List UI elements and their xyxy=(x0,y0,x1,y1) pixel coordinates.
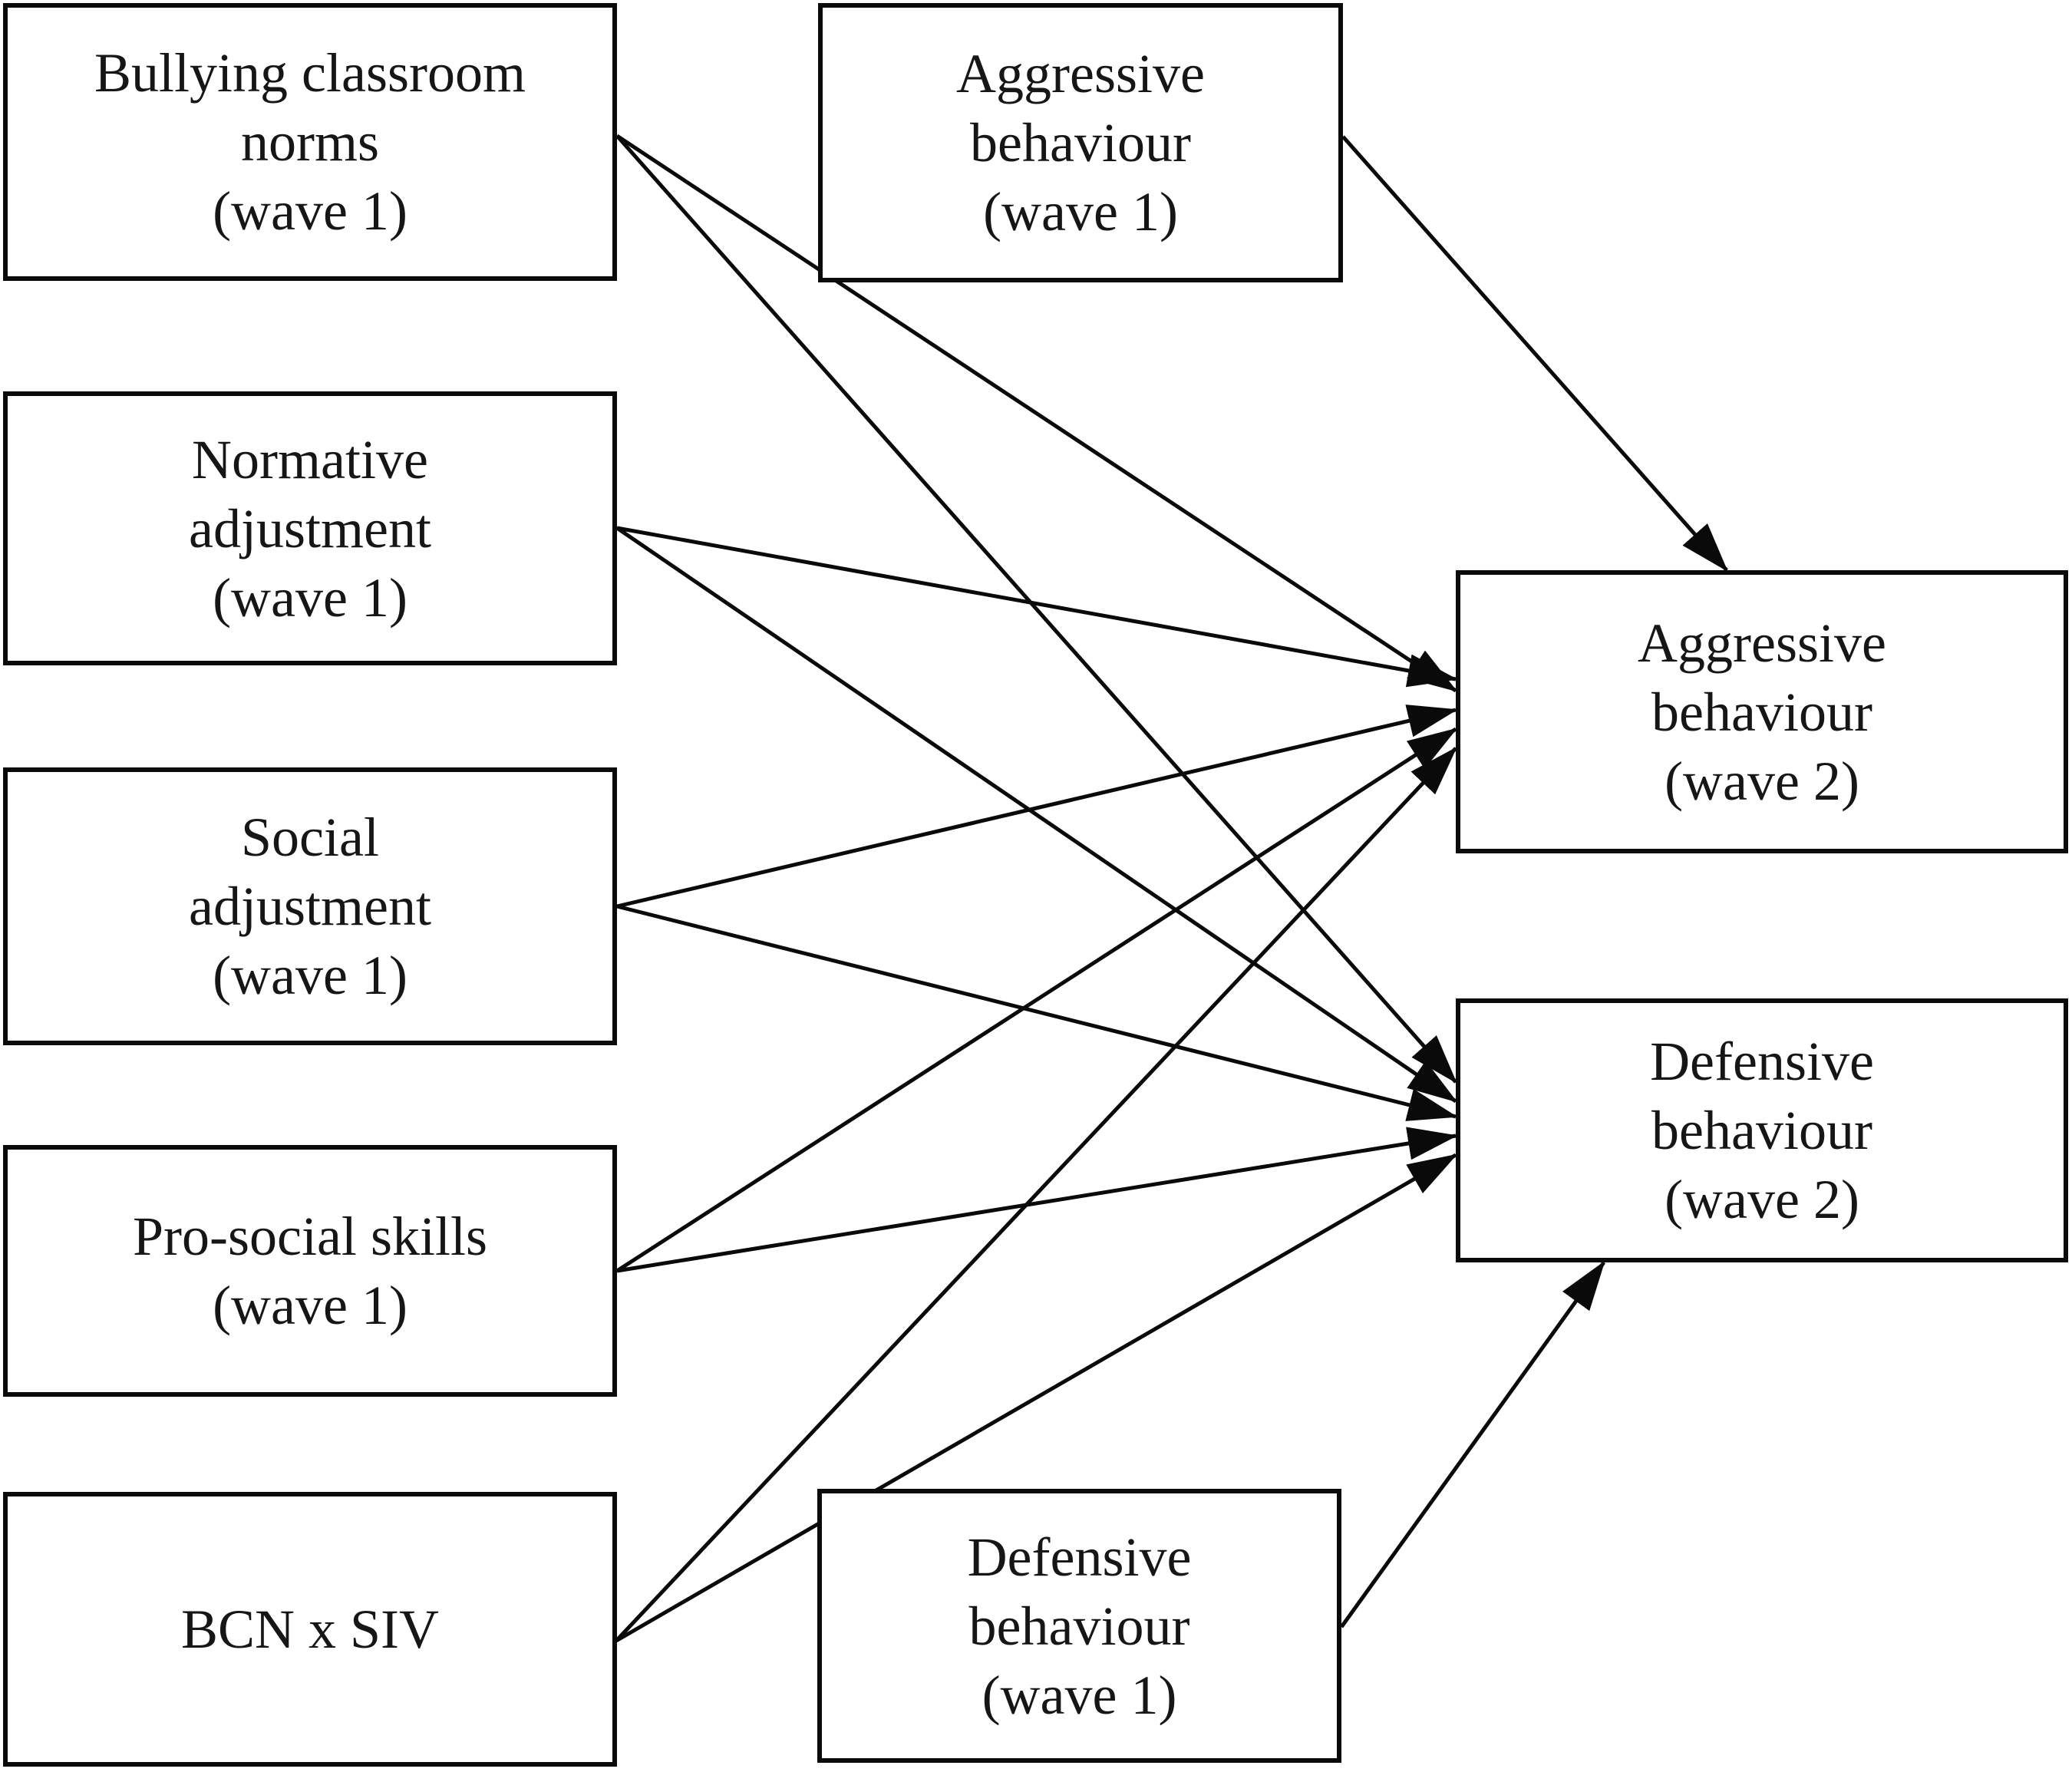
arrow-aggressive-w1-to-aggressive-w2 xyxy=(1341,135,1728,573)
node-label: Defensive behaviour xyxy=(967,1526,1192,1657)
node-social-adjustment-w1: Social adjustment (wave 1) xyxy=(3,767,617,1045)
arrow-defensive-w1-to-defensive-w2 xyxy=(1339,1260,1606,1628)
node-wave-label: (wave 2) xyxy=(1665,750,1859,812)
arrow-bullying-to-defensive-w2 xyxy=(615,134,1457,1084)
arrow-social-to-defensive-w2 xyxy=(616,904,1458,1121)
node-label: Aggressive behaviour xyxy=(1638,612,1886,743)
arrow-social-to-aggressive-w2 xyxy=(616,705,1458,909)
node-label: Aggressive behaviour xyxy=(956,43,1205,173)
node-label: Bullying classroom norms xyxy=(94,42,526,173)
node-label: BCN x SIV xyxy=(180,1599,440,1660)
node-label: Pro-social skills xyxy=(133,1206,487,1267)
node-wave-label: (wave 1) xyxy=(213,180,407,242)
node-aggressive-behaviour-w2: Aggressive behaviour (wave 2) xyxy=(1456,570,2068,853)
node-wave-label: (wave 1) xyxy=(982,1664,1177,1726)
node-bullying-classroom-norms-w1: Bullying classroom norms (wave 1) xyxy=(3,3,617,281)
node-label: Defensive behaviour xyxy=(1650,1031,1874,1161)
node-label: Normative adjustment xyxy=(189,428,431,559)
node-defensive-behaviour-w2: Defensive behaviour (wave 2) xyxy=(1456,998,2068,1262)
node-label: Social adjustment xyxy=(189,807,431,937)
node-defensive-behaviour-w1: Defensive behaviour (wave 1) xyxy=(817,1489,1341,1763)
arrow-bcnxsiv-to-aggressive-w2 xyxy=(615,747,1457,1642)
node-wave-label: (wave 2) xyxy=(1665,1169,1859,1230)
node-pro-social-skills-w1: Pro-social skills (wave 1) xyxy=(3,1145,617,1397)
arrow-prosocial-to-aggressive-w2 xyxy=(615,727,1458,1273)
node-wave-label: (wave 1) xyxy=(213,1275,407,1336)
node-wave-label: (wave 1) xyxy=(213,566,407,629)
node-wave-label: (wave 1) xyxy=(213,945,407,1006)
node-wave-label: (wave 1) xyxy=(983,181,1178,243)
node-bcn-x-siv: BCN x SIV xyxy=(3,1492,617,1767)
node-aggressive-behaviour-w1: Aggressive behaviour (wave 1) xyxy=(818,3,1343,282)
arrow-normative-to-aggressive-w2 xyxy=(616,526,1458,688)
arrow-normative-to-defensive-w2 xyxy=(615,526,1458,1104)
node-normative-adjustment-w1: Normative adjustment (wave 1) xyxy=(3,391,617,665)
arrow-bullying-to-aggressive-w2 xyxy=(615,134,1458,693)
arrow-bcnxsiv-to-defensive-w2 xyxy=(615,1153,1458,1643)
arrow-prosocial-to-defensive-w2 xyxy=(616,1127,1458,1273)
